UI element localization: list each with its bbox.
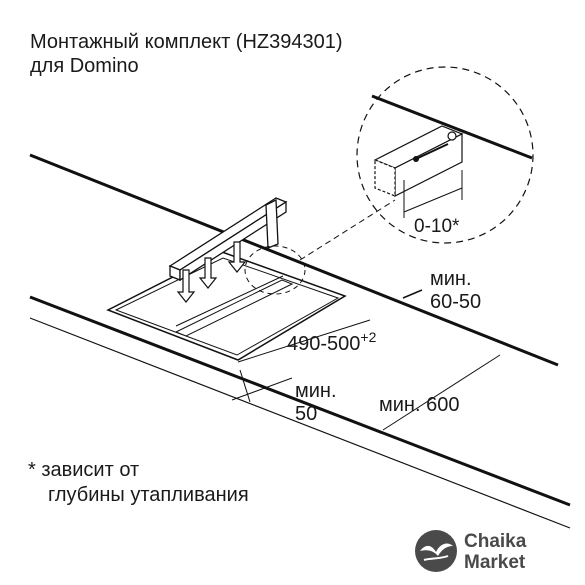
divider-bar-line xyxy=(175,275,284,327)
down-arrow-icon xyxy=(227,241,247,273)
detail-callout-small xyxy=(244,245,306,295)
gap-dim-line xyxy=(403,187,463,213)
front-dim-line xyxy=(382,354,501,431)
logo-line-1: Chaika xyxy=(464,531,527,552)
countertop-back-edge xyxy=(29,153,559,367)
min-front-label: мин. 600 xyxy=(379,394,459,416)
detail-connector xyxy=(299,199,396,261)
edge-dim-line xyxy=(231,377,293,401)
footnote: * зависит от глубины утапливания xyxy=(28,458,249,508)
rail-bracket xyxy=(265,198,279,249)
width-label: 490-500+2 xyxy=(287,329,377,355)
chaika-market-logo: Chaika Market xyxy=(414,527,574,577)
logo-line-2: Market xyxy=(464,552,526,573)
min-edge-word: мин. xyxy=(295,380,337,402)
width-dim-line xyxy=(237,319,371,363)
edge-ext-line xyxy=(239,369,251,403)
diagram-title: Монтажный комплект (HZ394301) для Domino xyxy=(30,30,343,78)
min-depth-value: 60-50 xyxy=(430,291,481,313)
screw-icon xyxy=(413,143,449,162)
gap-label: 0-10* xyxy=(414,216,460,237)
depth-leader xyxy=(402,289,423,299)
title-line-2: для Domino xyxy=(30,55,139,77)
footnote-line-2: глубины утапливания xyxy=(48,484,249,506)
footnote-line-1: * зависит от xyxy=(28,459,140,481)
title-line-1: Монтажный комплект (HZ394301) xyxy=(30,31,343,53)
seagull-logo-icon xyxy=(415,530,457,572)
logo-text: Chaika Market xyxy=(464,531,526,573)
min-depth-word: мин. xyxy=(430,268,472,290)
detail-callout-large xyxy=(356,66,534,244)
min-edge-value: 50 xyxy=(295,403,317,425)
divider-bar xyxy=(174,279,294,337)
bracket-hole xyxy=(447,131,457,141)
down-arrow-icon xyxy=(176,269,196,303)
down-arrow-icon xyxy=(198,257,218,289)
detail-edge-line xyxy=(371,94,533,160)
countertop-front-edge xyxy=(29,295,571,507)
countertop-bottom-edge xyxy=(29,317,571,529)
detail-bracket-side xyxy=(374,159,396,197)
